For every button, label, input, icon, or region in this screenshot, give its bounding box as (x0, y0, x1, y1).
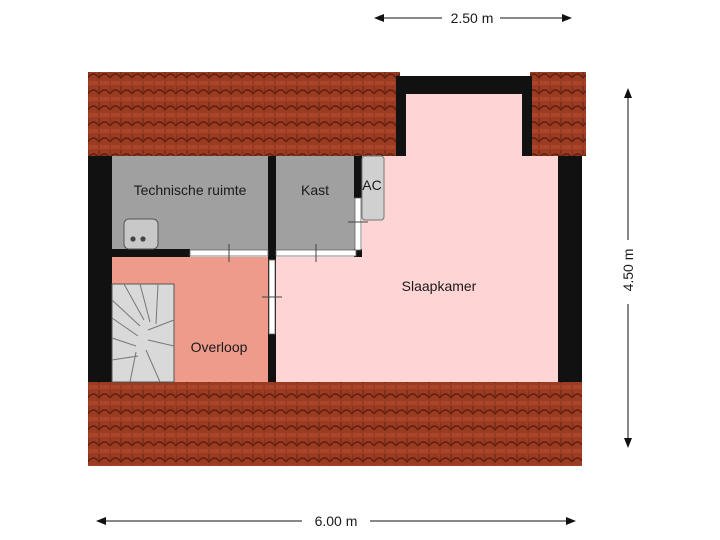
dimension-bottom: 6.00 m (96, 513, 576, 529)
room-kast[interactable] (276, 156, 356, 250)
label-slaapkamer: Slaapkamer (402, 278, 477, 294)
wall-tech-bottom (112, 249, 190, 257)
label-technische-ruimte: Technische ruimte (134, 182, 247, 198)
dimension-top-label: 2.50 m (451, 10, 494, 26)
dimension-right: 4.50 m (620, 88, 636, 448)
room-slaapkamer[interactable] (276, 94, 558, 382)
dimension-bottom-label: 6.00 m (315, 513, 358, 529)
dormer-wall-left (396, 76, 406, 158)
door-kast-side[interactable] (348, 197, 368, 251)
door-tech-overloop[interactable] (189, 244, 269, 262)
roof-top-left (88, 72, 400, 156)
roof-top-right (530, 72, 586, 156)
label-overloop: Overloop (191, 339, 248, 355)
dimension-right-label: 4.50 m (620, 249, 636, 292)
wall-kast-bottom-stub (354, 249, 362, 257)
staircase[interactable] (111, 283, 175, 383)
door-kast-slaapkamer[interactable] (275, 244, 357, 262)
ac-unit[interactable] (361, 155, 385, 221)
label-kast: Kast (301, 182, 329, 198)
dimension-top: 2.50 m (374, 10, 572, 26)
dormer-wall-top (396, 76, 530, 94)
dormer-wall-right (522, 76, 532, 156)
label-ac: AC (362, 177, 381, 193)
boiler-icon (123, 218, 159, 250)
wall-right (558, 156, 582, 382)
wall-left (88, 156, 112, 382)
door-overloop-slaapkamer[interactable] (262, 259, 282, 335)
wall-kast-right (354, 156, 362, 198)
roof-bottom (88, 382, 582, 466)
